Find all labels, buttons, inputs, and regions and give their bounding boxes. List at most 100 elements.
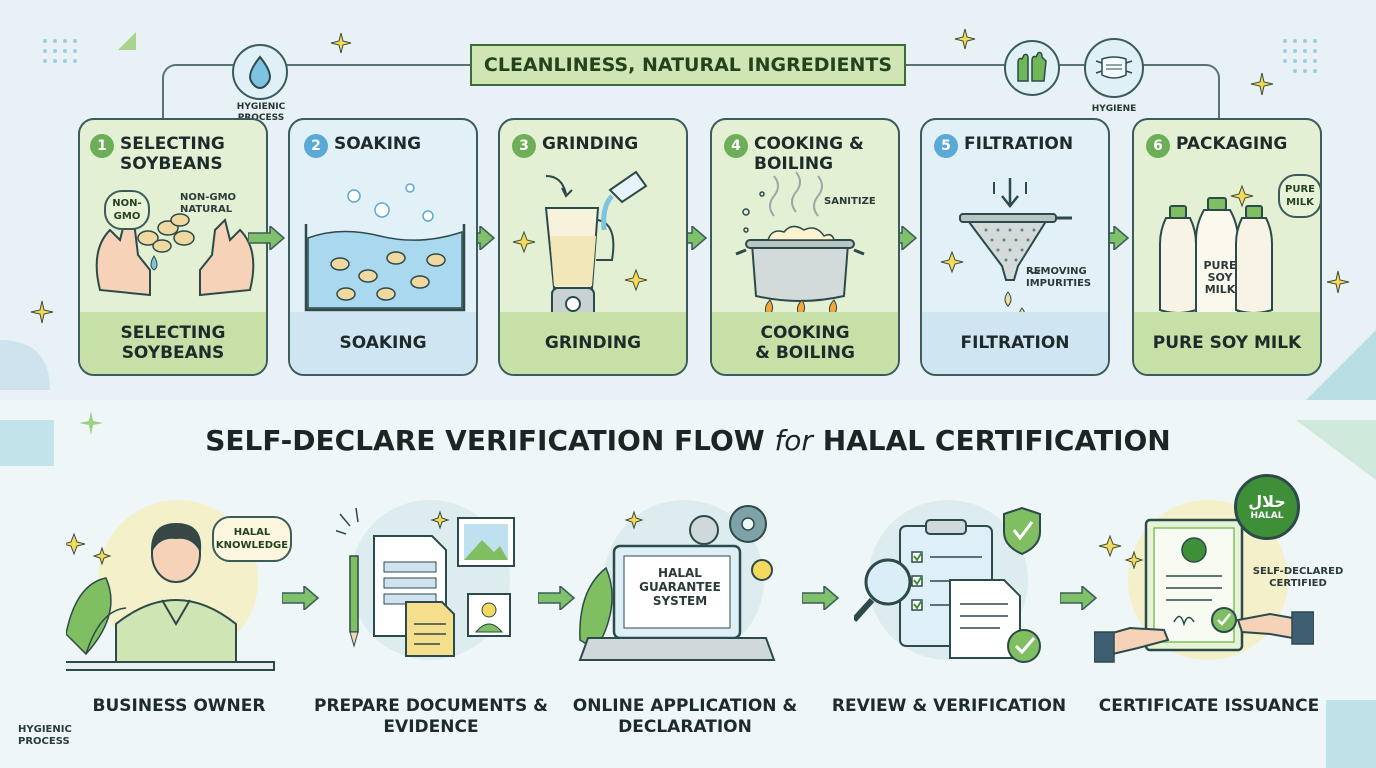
sparkle-icon [1250, 72, 1274, 96]
step-heading: FILTRATION [964, 134, 1074, 154]
gloves-badge [1004, 40, 1060, 96]
non-gmo-natural-note: NON-GMO NATURAL [180, 192, 237, 215]
water-drop-badge [232, 44, 288, 100]
step-card-cooking-boiling: 4 COOKING & BOILING SANITIZE COOKING & B… [710, 118, 900, 376]
connector-line-left [162, 64, 472, 120]
sparkle-icon [330, 32, 352, 54]
step-number: 2 [304, 134, 328, 158]
non-gmo-bubble: NON-GMO [104, 190, 150, 230]
step-number: 3 [512, 134, 536, 158]
sparkle-icon [954, 28, 976, 50]
flow-caption: ONLINE APPLICATION & DECLARATION [572, 696, 798, 737]
step-footer: FILTRATION [922, 312, 1108, 374]
step-header: 4 COOKING & BOILING [724, 134, 892, 174]
step-number: 4 [724, 134, 748, 158]
dot-grid-decoration-right [1283, 39, 1317, 73]
step-card-grinding: 3 GRINDING GRINDING [498, 118, 688, 376]
step-number: 1 [90, 134, 114, 158]
title-main-before: SELF-DECLARE VERIFICATION FLOW [205, 424, 765, 457]
step-footer: SOAKING [290, 312, 476, 374]
arrow-right-icon [802, 586, 840, 610]
step-card-selecting-soybeans: 1 SELECTING SOYBEANS NON-GMO NON-GMO NAT… [78, 118, 268, 376]
non-gmo-text: NON-GMO [112, 198, 142, 222]
laptop-gears-illustration [578, 505, 776, 661]
teal-square-decoration [0, 420, 54, 466]
step-header: 3 GRINDING [512, 134, 680, 158]
hands-with-soybeans-illustration [95, 213, 255, 297]
flow-caption: REVIEW & VERIFICATION [831, 696, 1067, 716]
self-declared-certified-note: SELF-DECLARED CERTIFIED [1252, 566, 1344, 589]
hygienic-process-badge-label: HYGIENIC PROCESS [236, 102, 286, 123]
flow-step-online-application: HALAL GUARANTEE SYSTEM ONLINE APPLICATIO… [573, 500, 797, 740]
bottle-label: PURE SOY MILK [1203, 259, 1237, 296]
water-drop-icon [249, 55, 271, 89]
banner-ribbon: CLEANLINESS, NATURAL INGREDIENTS [450, 44, 926, 86]
triangle-decoration [118, 32, 136, 50]
title-main-after: HALAL CERTIFICATION [822, 424, 1171, 457]
main-title: SELF-DECLARE VERIFICATION FLOW for HALAL… [0, 424, 1376, 457]
business-owner-illustration [66, 522, 275, 671]
hygiene-badge-label: HYGIENE [1091, 104, 1137, 114]
flow-step-prepare-documents: PREPARE DOCUMENTS & EVIDENCE [314, 500, 548, 740]
step-card-soaking: 2 SOAKING SOAKING [288, 118, 478, 376]
step-footer: PURE SOY MILK [1134, 312, 1320, 374]
triangle-decoration [1296, 420, 1376, 480]
sparkle-green-icon [79, 411, 103, 435]
sanitize-note: SANITIZE [824, 196, 876, 207]
sparkle-icon [30, 300, 54, 324]
flow-caption: BUSINESS OWNER [92, 696, 266, 716]
arrow-right-icon [538, 586, 576, 610]
clipboard-magnifier-illustration [854, 506, 1041, 663]
halal-seal: حلال HALAL [1234, 474, 1300, 540]
step-heading: SOAKING [334, 134, 422, 154]
connector-line-right [904, 64, 1220, 120]
corner-hygienic-process-label: HYGIENIC PROCESS [18, 724, 72, 747]
mask-badge [1084, 38, 1144, 98]
step-header: 5 FILTRATION [934, 134, 1102, 158]
step-heading: SELECTING SOYBEANS [120, 134, 225, 174]
step-card-filtration: 5 FILTRATION REMOVING IMPURITIES FILTRAT… [920, 118, 1110, 376]
step-header: 2 SOAKING [304, 134, 470, 158]
flow-step-review-verification: REVIEW & VERIFICATION [832, 500, 1066, 740]
flow-caption: PREPARE DOCUMENTS & EVIDENCE [313, 696, 549, 737]
arrow-right-icon [282, 586, 320, 610]
pure-milk-bubble: PURE MILK [1278, 174, 1320, 218]
arrow-right-icon [248, 226, 286, 250]
pure-milk-text: PURE MILK [1285, 184, 1315, 208]
flow-step-business-owner: HALAL KNOWLEDGE BUSINESS OWNER [66, 500, 292, 740]
documents-illustration [336, 507, 515, 657]
step-footer: SELECTING SOYBEANS [80, 312, 266, 374]
face-mask-icon [1095, 56, 1133, 79]
step-number: 5 [934, 134, 958, 158]
halal-guarantee-system-screen-text: HALAL GUARANTEE SYSTEM [639, 566, 721, 608]
halal-seal-arabic: حلال [1248, 492, 1286, 511]
title-connector: for [774, 424, 813, 457]
certificate-handover-illustration [1094, 518, 1314, 663]
filter-funnel-illustration [940, 178, 1072, 320]
step-header: 1 SELECTING SOYBEANS [90, 134, 260, 174]
removing-impurities-note: REMOVING IMPURITIES [1026, 266, 1092, 289]
step-number: 6 [1146, 134, 1170, 158]
halal-knowledge-bubble: HALAL KNOWLEDGE [212, 516, 292, 562]
teal-corner-decoration [1326, 700, 1376, 768]
step-heading: COOKING & BOILING [754, 134, 864, 174]
flow-step-certificate-issuance: حلال HALAL SELF-DECLARED CERTIFIED CERTI… [1094, 474, 1343, 740]
leaf-shape-decoration [0, 340, 50, 390]
step-footer: GRINDING [500, 312, 686, 374]
dot-grid-decoration [43, 39, 77, 63]
halal-seal-caption: HALAL [1250, 511, 1284, 521]
soaking-tank-illustration [304, 183, 466, 312]
arrow-right-icon [1060, 586, 1098, 610]
step-card-packaging: 6 PACKAGING PURE MILK PURE SOY MILK PURE… [1132, 118, 1322, 376]
flow-caption: CERTIFICATE ISSUANCE [1098, 696, 1320, 716]
triangle-corner-decoration [1306, 330, 1376, 400]
step-heading: GRINDING [542, 134, 639, 154]
gloves-icon [1017, 51, 1047, 82]
sparkle-icon [1326, 270, 1350, 294]
cooking-pot-illustration [735, 171, 865, 317]
step-footer: COOKING & BOILING [712, 312, 898, 374]
step-header: 6 PACKAGING [1146, 134, 1314, 158]
banner-text: CLEANLINESS, NATURAL INGREDIENTS [483, 54, 893, 76]
step-heading: PACKAGING [1176, 134, 1288, 154]
halal-knowledge-text: HALAL KNOWLEDGE [215, 527, 289, 551]
